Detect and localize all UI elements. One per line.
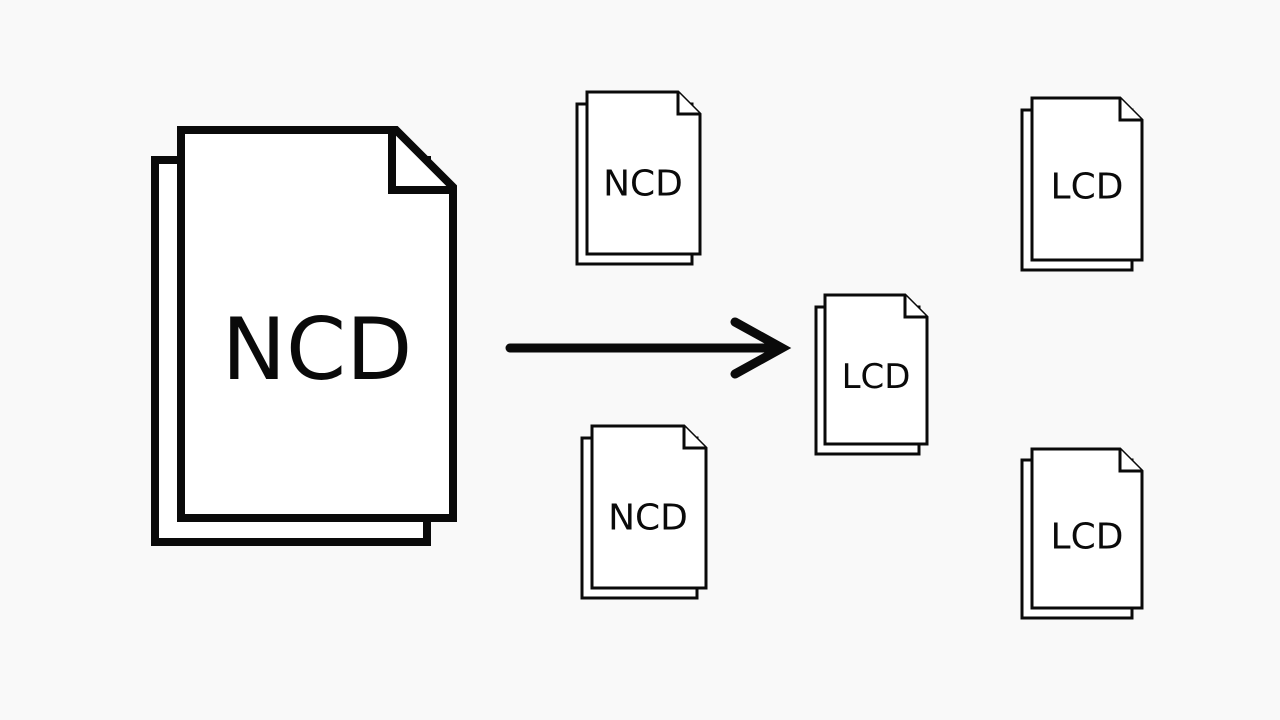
document-folded-corner bbox=[1118, 98, 1142, 122]
document-front-sheet bbox=[823, 293, 929, 446]
document-folded-corner bbox=[903, 295, 927, 319]
arrow-head bbox=[730, 317, 792, 379]
document-front-sheet bbox=[585, 90, 702, 256]
document-front-sheet bbox=[177, 126, 457, 522]
document-folded-corner bbox=[388, 134, 449, 194]
document-label: LCD bbox=[842, 357, 911, 397]
document-label: NCD bbox=[222, 300, 413, 400]
document-lcd-top-right: LCD bbox=[1020, 96, 1144, 272]
document-folded-corner bbox=[682, 426, 706, 450]
document-label: NCD bbox=[608, 498, 688, 539]
document-folded-corner bbox=[1118, 449, 1142, 473]
document-ncd-bottom: NCD bbox=[580, 424, 708, 600]
document-source-ncd: NCD bbox=[151, 126, 457, 546]
document-label: LCD bbox=[1051, 167, 1124, 208]
document-lcd-center: LCD bbox=[814, 293, 929, 456]
arrow-right-icon bbox=[505, 317, 792, 379]
document-front-sheet bbox=[590, 424, 708, 590]
document-front-sheet bbox=[1030, 96, 1144, 262]
document-front-sheet bbox=[1030, 447, 1144, 610]
document-lcd-bottom-right: LCD bbox=[1020, 447, 1144, 620]
document-label: LCD bbox=[1051, 517, 1124, 558]
document-label: NCD bbox=[603, 164, 683, 205]
document-ncd-top: NCD bbox=[575, 90, 702, 266]
document-folded-corner bbox=[676, 92, 700, 116]
